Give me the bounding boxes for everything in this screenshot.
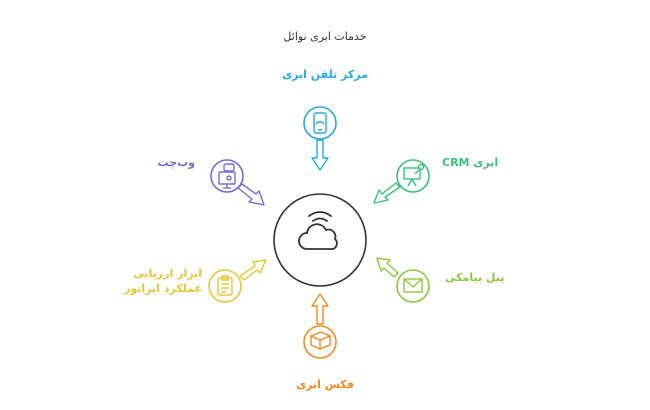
node-operator-evaluation-tool bbox=[208, 259, 267, 303]
node-web-chat bbox=[210, 159, 265, 206]
mobile-phone-icon bbox=[313, 112, 327, 134]
arrow-cloud-fax bbox=[311, 293, 329, 325]
fax-machine-icon bbox=[309, 331, 332, 350]
node-cloud-fax bbox=[303, 293, 337, 359]
cloud-wifi-icon bbox=[298, 211, 338, 250]
label-cloud-fax: فکس ابری bbox=[296, 378, 354, 391]
clipboard-checklist-icon bbox=[217, 275, 233, 296]
chat-monitor-icon bbox=[218, 163, 236, 189]
label-operator-evaluation-line2: عملکرد اپراتور bbox=[124, 282, 202, 295]
central-hub bbox=[273, 193, 367, 287]
label-operator-evaluation-tool: ابزار ارزیابی عملکرد اپراتور bbox=[112, 266, 202, 296]
label-web-chat: وب‌چت bbox=[157, 156, 195, 169]
label-cloud-call-center: مرکز تلفن ابری bbox=[282, 68, 368, 81]
label-cloud-crm: CRM ابری bbox=[442, 156, 499, 169]
diagram-title: خدمات ابری نوائل bbox=[283, 30, 367, 43]
arrow-web-chat bbox=[237, 183, 265, 206]
arrow-operator-evaluation-tool bbox=[239, 259, 267, 281]
presentation-icon bbox=[403, 163, 425, 187]
arrow-cloud-crm bbox=[373, 182, 401, 204]
arrow-cloud-call-center bbox=[311, 139, 329, 171]
node-cloud-call-center bbox=[303, 106, 337, 171]
label-sms-panel: پنل پیامکی bbox=[445, 271, 505, 284]
label-operator-evaluation-line1: ابزار ارزیابی bbox=[133, 267, 202, 280]
node-sms-panel bbox=[376, 257, 430, 303]
arrow-sms-panel bbox=[376, 257, 399, 278]
node-cloud-crm bbox=[373, 159, 430, 204]
envelope-icon bbox=[403, 278, 423, 293]
